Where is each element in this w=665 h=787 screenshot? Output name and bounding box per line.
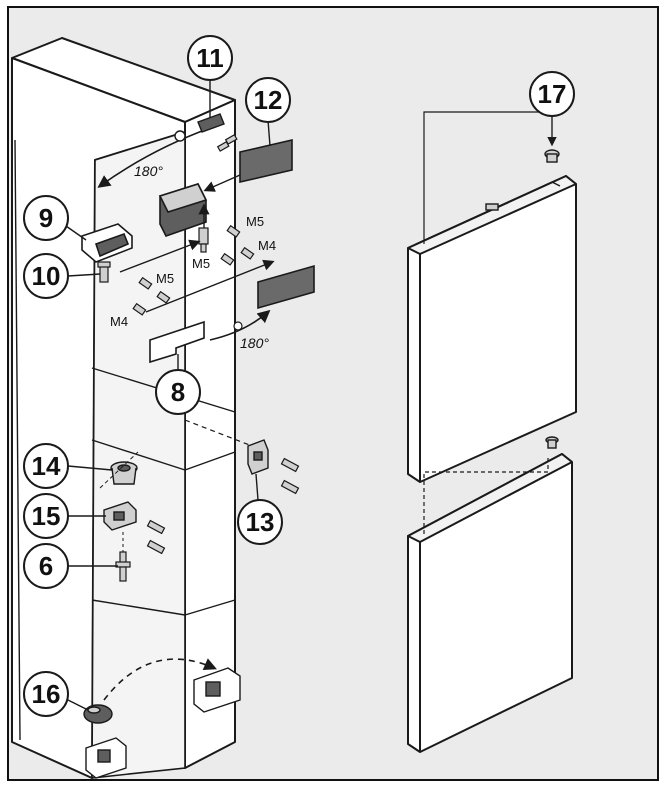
- arrow-9-to-pin: [119, 239, 201, 273]
- svg-text:12: 12: [254, 85, 283, 115]
- rotate-arrow-middle: [209, 309, 271, 341]
- rotate-arrow-top: [97, 127, 211, 188]
- label-m5-upper: M5: [246, 214, 264, 229]
- svg-text:15: 15: [32, 501, 61, 531]
- svg-text:13: 13: [246, 507, 275, 537]
- part-12-cover: [239, 138, 293, 184]
- screws-15: [146, 519, 166, 555]
- svg-text:14: 14: [32, 451, 61, 481]
- part-9-bracket: [81, 223, 133, 263]
- mounting-hole-middle: [233, 321, 243, 331]
- dashed-guide-13: [184, 419, 253, 447]
- part-10-pin: [97, 261, 111, 283]
- callout-10: 10: [23, 253, 101, 299]
- label-m4-left: M4: [110, 314, 128, 329]
- door-hinge-caps: [485, 149, 560, 449]
- dashed-arc-16: [103, 658, 217, 701]
- callout-11: 11: [187, 35, 233, 118]
- part-15-hinge: [103, 501, 137, 531]
- guide-17-lower: [423, 458, 549, 534]
- bottom-right-hinge: [193, 667, 241, 713]
- callout-14: 14: [23, 443, 113, 489]
- right-cover-piece: [257, 264, 315, 310]
- callout-12: 12: [245, 77, 291, 147]
- callout-8: 8: [155, 354, 201, 415]
- screws-top: [216, 133, 238, 152]
- svg-text:6: 6: [39, 551, 53, 581]
- top-hinge-block: [158, 183, 208, 237]
- callout-6: 6: [23, 543, 118, 589]
- part-8-cover: [149, 320, 205, 364]
- angle-label-top: 180°: [134, 163, 163, 179]
- label-m5-left: M5: [156, 271, 174, 286]
- part-13-hinge: [247, 439, 269, 475]
- label-m5-middle: M5: [192, 256, 210, 271]
- screws-m5-m4: [132, 224, 255, 316]
- screws-13: [280, 457, 300, 495]
- arrow-m4-upper: [145, 259, 275, 313]
- part-14-bushing: [110, 461, 138, 485]
- arrow-12-to-hinge: [203, 174, 241, 192]
- angle-label-middle: 180°: [240, 335, 269, 351]
- lower-door: [407, 453, 573, 753]
- upper-door: [407, 175, 577, 483]
- dashed-guide-14: [99, 451, 139, 489]
- mounting-hole: [174, 130, 186, 142]
- callout-17: 17: [529, 71, 575, 117]
- svg-text:17: 17: [538, 79, 567, 109]
- callout-9: 9: [23, 195, 87, 241]
- callout-13: 13: [237, 473, 283, 545]
- part-11-bracket: [197, 113, 225, 133]
- part-16-cover: [83, 704, 113, 724]
- svg-text:10: 10: [32, 261, 61, 291]
- callout-16: 16: [23, 671, 89, 717]
- callout-15: 15: [23, 493, 106, 539]
- svg-text:11: 11: [196, 43, 224, 73]
- label-m4-upper: M4: [258, 238, 276, 253]
- hinge-pin: [198, 227, 209, 253]
- svg-text:8: 8: [171, 377, 185, 407]
- svg-text:9: 9: [39, 203, 53, 233]
- svg-text:16: 16: [32, 679, 61, 709]
- bottom-left-hinge: [85, 737, 127, 779]
